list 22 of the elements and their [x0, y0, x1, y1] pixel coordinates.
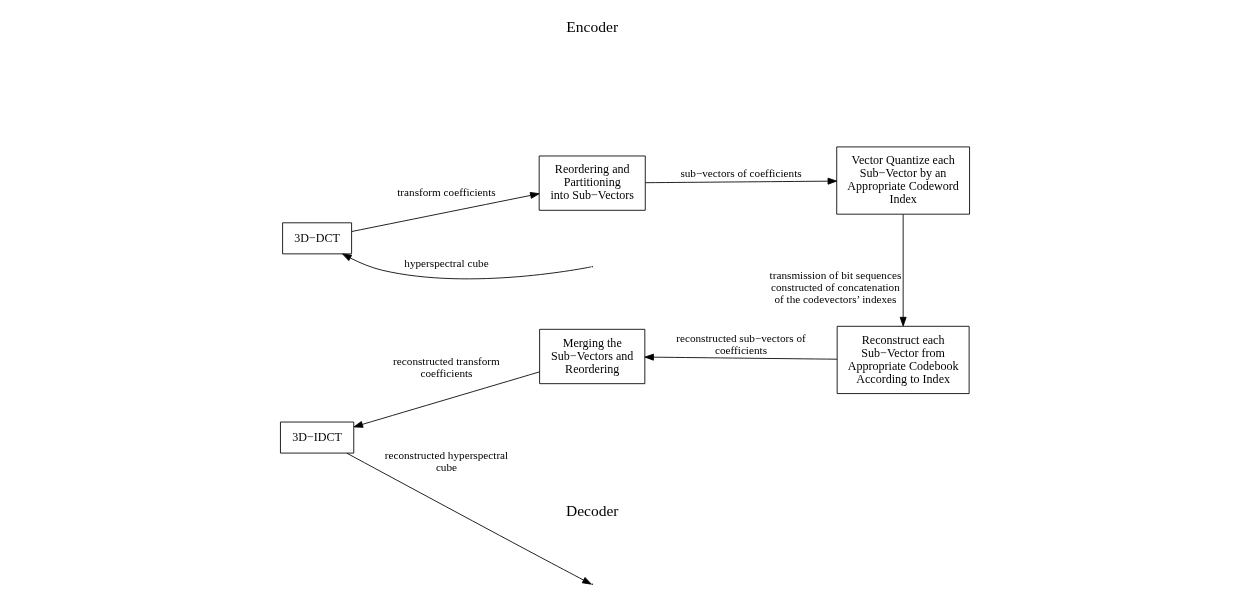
arrow [346, 452, 592, 585]
node-box: Merging the Sub−Vectors and Reordering [538, 328, 645, 385]
edge-label: reconstructed sub−vectors of coefficients [675, 332, 806, 357]
edge-label: transform coefficients [396, 185, 496, 198]
label: Decoder [565, 501, 619, 519]
arrow [350, 192, 540, 232]
node-box: 3D−IDCT [279, 421, 354, 454]
arrow [353, 371, 540, 428]
edge-label: reconstructed transform coefficients [392, 354, 500, 379]
node-box: Vector Quantize each Sub−Vector by an Appropriate Codeword Index [835, 146, 970, 215]
arrow [644, 177, 837, 185]
edge-label: reconstructed hyperspectral cube [384, 448, 508, 473]
arrow [643, 353, 837, 361]
node-box: 3D−DCT [281, 222, 352, 255]
arrow [899, 213, 907, 327]
edge-label: hyperspectral cube [403, 257, 489, 270]
arrow [341, 253, 592, 280]
node-box: Reordering and Partitioning into Sub−Vectors [538, 155, 646, 211]
edge-label: sub−vectors of coefficients [679, 167, 802, 180]
edge-label: transmission of bit sequences constructed of concatenation of the codevectors’ indexes [769, 269, 901, 306]
node-box: Reconstruct each Sub−Vector from Appropriate Codebook According to Index [836, 325, 970, 394]
label: Encoder [565, 17, 618, 35]
